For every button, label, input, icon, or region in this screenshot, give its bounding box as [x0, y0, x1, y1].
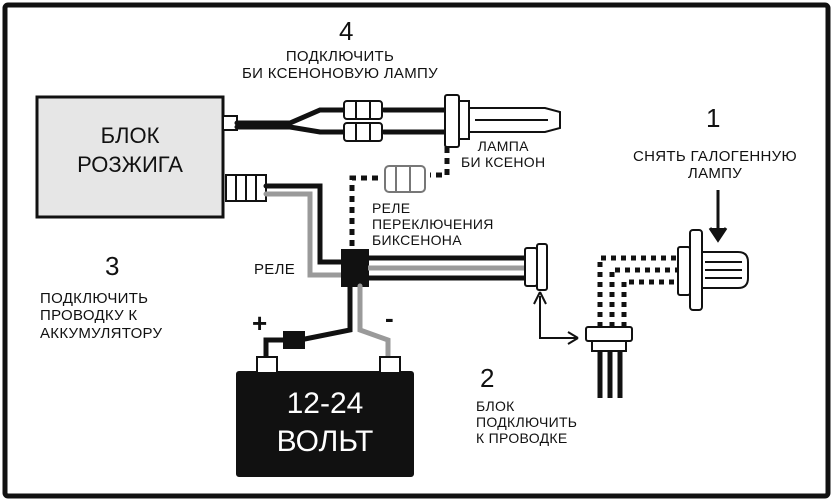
step4-line2: БИ КСЕНОНОВУЮ ЛАМПУ [242, 65, 438, 83]
lamp-wire-connectors [343, 100, 383, 142]
halogen-dashed-wires [597, 255, 680, 327]
ignition-block-label: БЛОК РОЗЖИГА [37, 122, 223, 179]
stock-wires [597, 351, 623, 398]
battery-voltage: 12-24 [286, 387, 364, 420]
battery-minus-sign: - [385, 303, 394, 333]
fuse [283, 331, 305, 349]
step2-line2: ПОДКЛЮЧИТЬ [476, 414, 578, 431]
switch-relay-label: РЕЛЕ ПЕРЕКЛЮЧЕНИЯ БИКСЕНОНА [372, 200, 494, 248]
xenon-lamp-line2: БИ КСЕНОН [461, 154, 546, 171]
wiring-connector [524, 243, 548, 291]
step4-text: ПОДКЛЮЧИТЬ БИ КСЕНОНОВУЮ ЛАМПУ [200, 48, 480, 83]
lamp-wires [234, 107, 448, 135]
switch-relay-line3: БИКСЕНОНА [372, 232, 462, 249]
battery-plus-sign: + [252, 308, 268, 338]
dashed-relay-wires [349, 147, 450, 248]
connect-arrow [533, 291, 579, 345]
step1-line1: СНЯТЬ ГАЛОГЕННУЮ [633, 148, 797, 165]
step3-number: 3 [105, 251, 120, 281]
stock-plug [585, 326, 633, 352]
xenon-lamp-line1: ЛАМПА [477, 138, 529, 154]
step2-number: 2 [480, 363, 495, 393]
step3-line3: АККУМУЛЯТОРУ [40, 324, 163, 342]
xenon-lamp [444, 94, 561, 148]
ignition-block-line2: РОЗЖИГА [77, 151, 183, 177]
main-harness [263, 183, 351, 278]
step2-text: БЛОК ПОДКЛЮЧИТЬ К ПРОВОДКЕ [476, 398, 577, 446]
xenon-lamp-label: ЛАМПА БИ КСЕНОН [461, 138, 545, 170]
switch-relay-line1: РЕЛЕ [372, 200, 411, 216]
step1-text: СНЯТЬ ГАЛОГЕННУЮ ЛАМПУ [625, 148, 805, 183]
step3-line1: ПОДКЛЮЧИТЬ [40, 290, 149, 307]
halogen-lamp [677, 229, 749, 311]
step1-line2: ЛАМПУ [687, 165, 743, 183]
switch-relay-line2: ПЕРЕКЛЮЧЕНИЯ [372, 216, 494, 233]
ignition-block-line1: БЛОК [100, 123, 160, 148]
step2-line3: К ПРОВОДКЕ [476, 430, 568, 447]
battery-unit: ВОЛЬТ [276, 424, 374, 458]
step4-number: 4 [339, 16, 354, 46]
step1-number: 1 [706, 103, 721, 133]
battery-label: 12-24 ВОЛЬТ [237, 385, 413, 460]
step4-line1: ПОДКЛЮЧИТЬ [285, 48, 395, 65]
battery-terminals [256, 356, 401, 374]
relay-box [341, 249, 369, 287]
relay-label: РЕЛЕ [254, 261, 296, 278]
step3-line2: ПРОВОДКУ К [40, 307, 138, 325]
ignition-block-box [35, 95, 225, 219]
switch-relay [384, 165, 426, 193]
relay-output-wires [368, 255, 525, 281]
step2-line1: БЛОК [476, 398, 515, 414]
step3-text: ПОДКЛЮЧИТЬ ПРОВОДКУ К АККУМУЛЯТОРУ [40, 290, 162, 342]
battery-box [236, 371, 414, 477]
remove-arrow [708, 190, 728, 243]
